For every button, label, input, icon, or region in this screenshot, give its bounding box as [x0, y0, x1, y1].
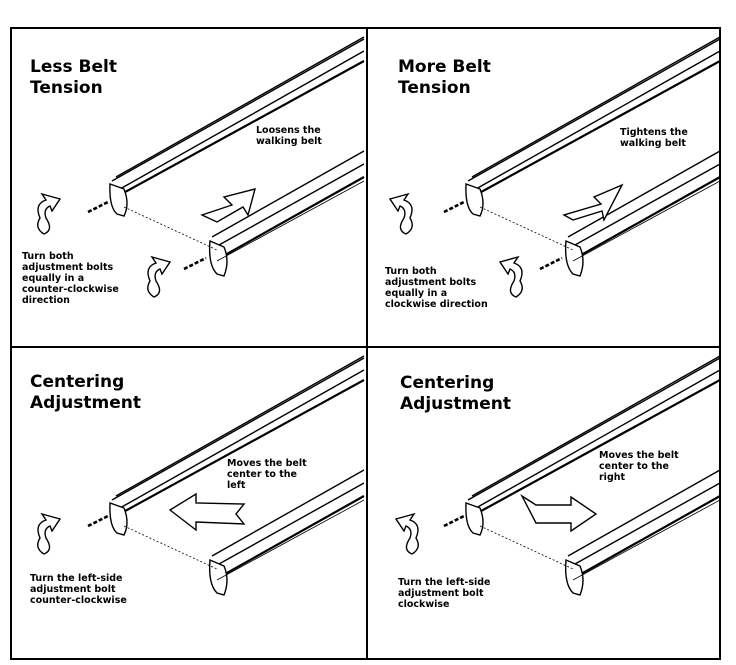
- move-arrow: [200, 188, 256, 223]
- treadmill-drawing: [388, 36, 721, 298]
- treadmill-drawing: [37, 355, 365, 596]
- bolt-instruction: Turn both adjustment bolts equally in a …: [22, 251, 119, 306]
- panel-title: More Belt Tension: [398, 57, 491, 98]
- panel-title: Centering Adjustment: [400, 373, 511, 414]
- rotate-arrow-icon: [498, 255, 523, 298]
- bolt-instruction: Turn the left-side adjustment bolt clock…: [398, 577, 491, 610]
- arrow-note: Moves the belt center to the left: [227, 458, 307, 491]
- treadmill-drawing: [394, 355, 721, 596]
- arrow-note: Moves the belt center to the right: [599, 450, 679, 483]
- bolt-instruction: Turn the left-side adjustment bolt count…: [30, 573, 127, 606]
- vertical-divider: [366, 27, 368, 660]
- move-arrow: [520, 493, 598, 533]
- move-arrow: [562, 183, 624, 223]
- rotate-arrow-icon: [147, 255, 172, 298]
- horizontal-divider: [10, 346, 721, 348]
- diagram-frame: [10, 27, 721, 660]
- treadmill-drawing: [37, 36, 365, 298]
- panel-centering-adjustment-left: Centering Adjustment Moves the belt cent…: [12, 348, 366, 658]
- rotate-arrow-icon: [37, 192, 62, 235]
- panel-centering-adjustment-right: Centering Adjustment Moves the belt cent…: [368, 348, 721, 658]
- rotate-arrow-icon: [388, 192, 413, 235]
- rotate-arrow-icon: [394, 512, 419, 555]
- panel-less-belt-tension: Less Belt Tension Loosens the walking be…: [12, 29, 366, 346]
- panel-title: Centering Adjustment: [30, 372, 141, 413]
- rotate-arrow-icon: [37, 512, 62, 555]
- panel-title: Less Belt Tension: [30, 57, 117, 98]
- panel-more-belt-tension: More Belt Tension Tightens the walking b…: [368, 29, 721, 346]
- move-arrow: [168, 492, 246, 532]
- arrow-note: Loosens the walking belt: [256, 125, 322, 147]
- bolt-instruction: Turn both adjustment bolts equally in a …: [385, 266, 488, 310]
- arrow-note: Tightens the walking belt: [620, 127, 688, 149]
